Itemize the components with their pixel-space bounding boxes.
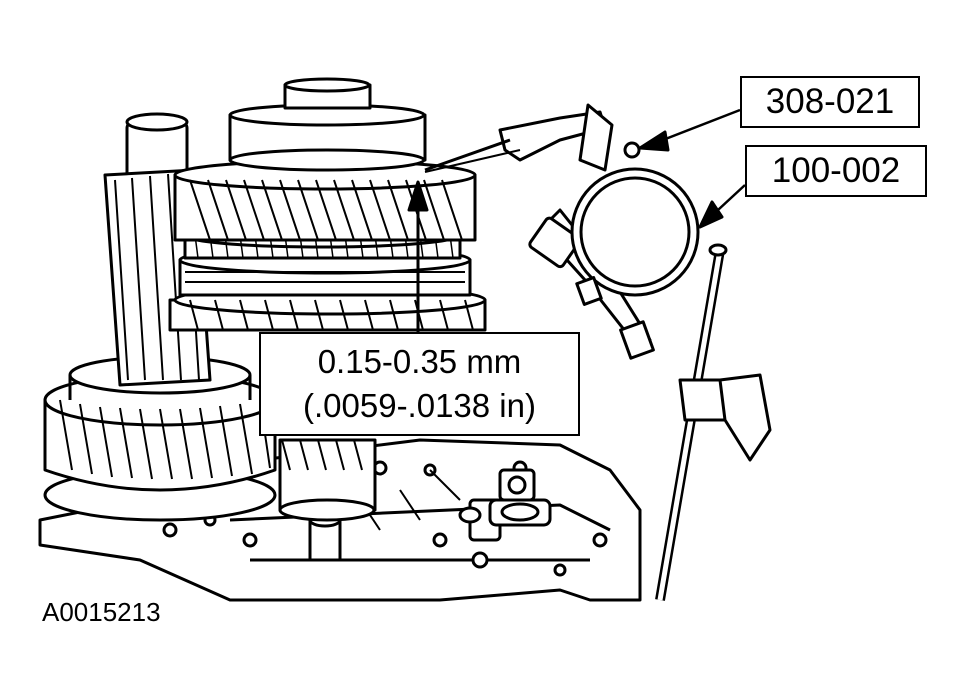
- mainshaft-gear: [173, 77, 477, 242]
- tool-label-308-021: 308-021: [740, 76, 920, 128]
- dial-indicator: [528, 167, 700, 360]
- lever-probe-arm: [424, 103, 641, 173]
- tool-number-text: 100-002: [771, 151, 901, 190]
- spec-imperial-text: (.0059-.0138 in): [303, 387, 536, 424]
- tool-label-100-002: 100-002: [745, 145, 927, 197]
- end-play-spec-box: 0.15-0.35 mm (.0059-.0138 in): [259, 332, 580, 436]
- figure-id: A0015213: [42, 597, 161, 627]
- spec-metric-text: 0.15-0.35 mm: [317, 343, 522, 380]
- magnetic-base-rod: [655, 243, 772, 601]
- output-shaft: [278, 438, 377, 522]
- measurement-arrow: [407, 180, 429, 335]
- lower-helical-gear: [43, 355, 277, 522]
- callout-arrows: [638, 108, 746, 229]
- tool-number-text: 308-021: [765, 82, 895, 121]
